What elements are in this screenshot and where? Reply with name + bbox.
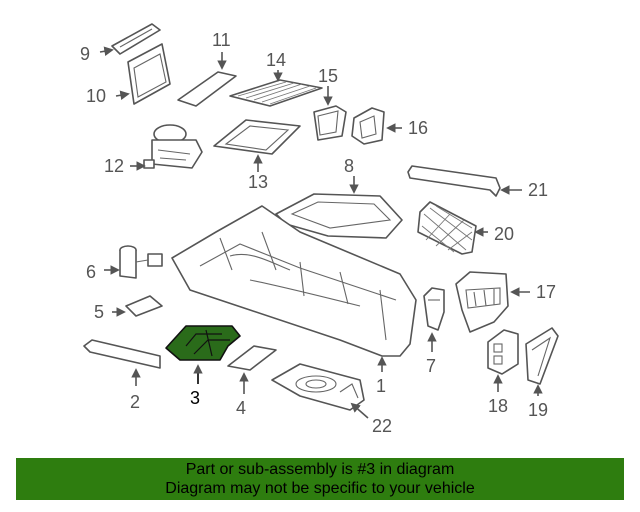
part-17-rear-vent[interactable] bbox=[455, 271, 509, 333]
part-12-controller-knob[interactable] bbox=[143, 124, 203, 169]
part-20-mesh-pocket[interactable] bbox=[417, 201, 477, 255]
callout-21[interactable]: 21 bbox=[528, 180, 548, 200]
callout-14[interactable]: 14 bbox=[266, 50, 286, 70]
callout-13[interactable]: 13 bbox=[248, 172, 268, 192]
part-2-lower-trim[interactable] bbox=[83, 339, 161, 369]
part-22-tray-assembly[interactable] bbox=[271, 363, 365, 411]
callout-8[interactable]: 8 bbox=[344, 156, 354, 176]
callout-10[interactable]: 10 bbox=[86, 86, 106, 106]
callout-3-highlighted[interactable]: 3 bbox=[190, 388, 200, 408]
callout-17[interactable]: 17 bbox=[536, 282, 556, 302]
callout-22[interactable]: 22 bbox=[372, 416, 392, 436]
part-9-trim-strip[interactable] bbox=[111, 23, 161, 55]
part-1-center-console[interactable] bbox=[171, 205, 417, 357]
callout-18[interactable]: 18 bbox=[488, 396, 508, 416]
callout-7[interactable]: 7 bbox=[426, 356, 436, 376]
part-13-trim-bezel[interactable] bbox=[213, 119, 301, 155]
banner-line-disclaimer: Diagram may not be specific to your vehi… bbox=[165, 480, 475, 497]
part-21-side-trim[interactable] bbox=[407, 165, 501, 197]
part-5-pad[interactable] bbox=[125, 295, 163, 317]
callout-1[interactable]: 1 bbox=[376, 376, 386, 396]
callout-11[interactable]: 11 bbox=[212, 30, 231, 50]
part-10-bezel-panel[interactable] bbox=[127, 43, 171, 105]
callout-16[interactable]: 16 bbox=[408, 118, 428, 138]
callout-20[interactable]: 20 bbox=[494, 224, 514, 244]
callout-15[interactable]: 15 bbox=[318, 66, 338, 86]
callout-6[interactable]: 6 bbox=[86, 262, 96, 282]
part-4-pad[interactable] bbox=[227, 345, 277, 371]
callout-5[interactable]: 5 bbox=[94, 302, 104, 322]
part-3-tray-highlighted[interactable] bbox=[165, 325, 241, 361]
callout-19[interactable]: 19 bbox=[528, 400, 548, 420]
part-18-switch-panel[interactable] bbox=[487, 329, 519, 375]
callout-9[interactable]: 9 bbox=[80, 44, 90, 64]
part-11-pad[interactable] bbox=[177, 71, 237, 107]
exploded-parts-diagram: 9 10 11 14 15 16 12 bbox=[80, 23, 559, 436]
part-7-latch[interactable] bbox=[423, 287, 445, 331]
part-16-bracket[interactable] bbox=[351, 107, 385, 145]
info-banner: Part or sub-assembly is #3 in diagram Di… bbox=[16, 458, 624, 500]
callout-2[interactable]: 2 bbox=[130, 392, 140, 412]
part-15-storage-bin[interactable] bbox=[313, 105, 347, 141]
banner-line-part-info: Part or sub-assembly is #3 in diagram bbox=[185, 461, 455, 478]
part-14-ribbed-mat[interactable] bbox=[229, 79, 323, 107]
callout-12[interactable]: 12 bbox=[104, 156, 124, 176]
part-8-armrest-lid[interactable] bbox=[275, 193, 403, 239]
callout-4[interactable]: 4 bbox=[236, 398, 246, 418]
part-19-side-panel[interactable] bbox=[525, 327, 559, 385]
part-6-cup-holder[interactable] bbox=[119, 245, 163, 279]
